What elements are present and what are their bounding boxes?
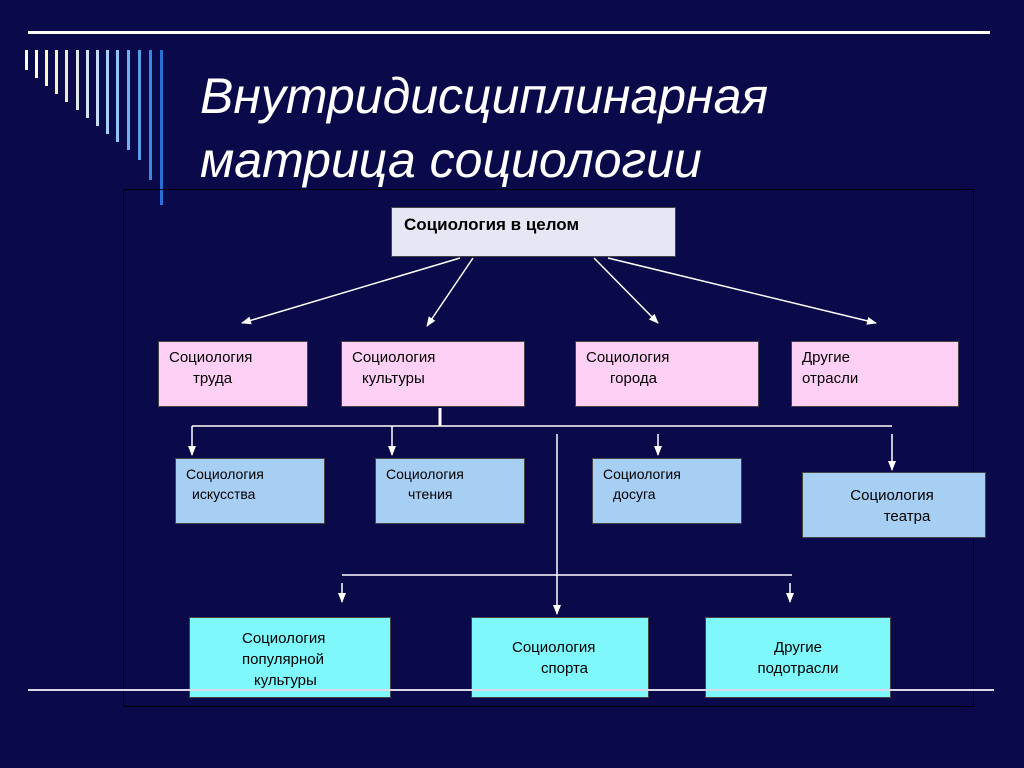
stripe	[86, 50, 89, 118]
stripe	[149, 50, 152, 180]
stripe	[45, 50, 48, 86]
node-sociology-of-popular-culture: Социология популярной культуры	[189, 617, 391, 698]
node-line-1: Социология	[169, 349, 253, 366]
node-line-1: Социология	[386, 466, 464, 482]
node-line-1: Социология	[186, 466, 264, 482]
node-line-1: Социология	[512, 639, 596, 656]
node-sociology-of-city: Социология города	[575, 341, 759, 407]
node-line-2: досуга	[613, 486, 656, 502]
stripe	[25, 50, 28, 70]
node-line-1: Другие	[802, 349, 851, 366]
stripe	[65, 50, 68, 102]
title-line-2: матрица социологии	[200, 132, 702, 188]
node-other-branches: Другие отрасли	[791, 341, 959, 407]
node-sociology-of-labor: Социология труда	[158, 341, 308, 407]
node-line-2: подотрасли	[757, 660, 839, 677]
node-line-1: Другие	[773, 639, 823, 656]
node-line-1: Социология	[242, 630, 326, 647]
title-line-1: Внутридисциплинарная	[200, 68, 769, 124]
arrow-root-to-labor	[241, 257, 461, 325]
node-sociology-of-art: Социология искусства	[175, 458, 325, 524]
arrow-root-to-city	[593, 257, 659, 324]
top-rule	[28, 31, 990, 34]
node-line-3: культуры	[254, 672, 317, 689]
root-node-label: Социология в целом	[404, 215, 580, 234]
stripe	[96, 50, 99, 126]
stripe	[160, 50, 163, 205]
stripe	[76, 50, 79, 110]
node-line-2: искусства	[192, 486, 256, 502]
node-line-1: Социология	[850, 487, 934, 504]
node-sociology-of-sport: Социология спорта	[471, 617, 649, 698]
stripe	[116, 50, 119, 142]
node-line-2: театра	[883, 508, 931, 525]
bottom-rule	[28, 689, 994, 691]
node-line-2: популярной	[242, 651, 324, 668]
node-sociology-of-leisure: Социология досуга	[592, 458, 742, 524]
diagram-frame	[123, 189, 974, 707]
stripe	[138, 50, 141, 160]
node-line-1: Социология	[603, 466, 681, 482]
node-line-2: города	[610, 370, 657, 387]
node-line-1: Социология	[352, 349, 436, 366]
stripe	[35, 50, 38, 78]
stripe	[55, 50, 58, 94]
node-sociology-of-reading: Социология чтения	[375, 458, 525, 524]
node-other-subbranches: Другие подотрасли	[705, 617, 891, 698]
node-line-2: труда	[193, 370, 233, 387]
node-sociology-of-theatre: Социология театра	[802, 472, 986, 538]
slide-title: Внутридисциплинарная матрица социологии	[200, 64, 960, 192]
root-node: Социология в целом	[391, 207, 676, 257]
node-line-2: чтения	[408, 486, 453, 502]
stripe	[106, 50, 109, 134]
arrow-root-to-culture	[426, 257, 474, 327]
node-line-2: культуры	[362, 370, 425, 387]
node-line-2: отрасли	[802, 370, 859, 387]
node-line-2: спорта	[541, 660, 589, 677]
stripe	[127, 50, 130, 150]
node-line-1: Социология	[586, 349, 670, 366]
arrow-root-to-other	[607, 257, 877, 325]
node-sociology-of-culture: Социология культуры	[341, 341, 525, 407]
